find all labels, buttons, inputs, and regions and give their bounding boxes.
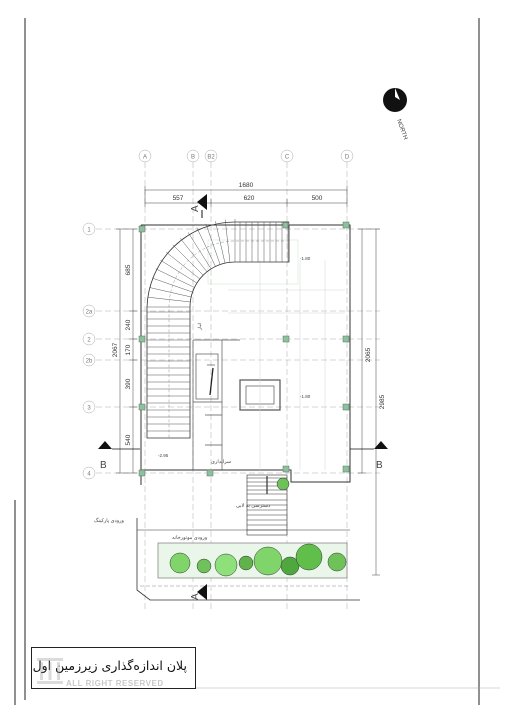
section-label-a-top: A bbox=[190, 205, 201, 212]
title-block: پلان اندازه‌گذاری زیرزمین اول bbox=[31, 647, 196, 689]
curved-ramp bbox=[146, 221, 290, 439]
north-label: NORTH bbox=[395, 119, 408, 141]
dim-top-seg-2: 620 bbox=[244, 195, 255, 202]
section-label-b-right: B bbox=[376, 460, 383, 471]
grid-columns bbox=[138, 149, 354, 610]
section-marker-a-bottom bbox=[197, 584, 207, 600]
grid-col-a: A bbox=[143, 155, 147, 161]
columns-logo-icon bbox=[37, 658, 63, 684]
structural-columns bbox=[138, 221, 350, 477]
drawing-title: پلان اندازه‌گذاری زیرزمین اول bbox=[32, 658, 187, 673]
dim-left-seg-1: 685 bbox=[125, 264, 132, 275]
left-dimensions bbox=[116, 228, 137, 474]
label-anbar: انبار bbox=[197, 323, 203, 331]
dim-top-seg-1: 557 bbox=[173, 195, 184, 202]
label-sarayedari: سرایداری bbox=[211, 459, 231, 465]
dim-right-seg-1: 2065 bbox=[365, 347, 372, 362]
grid-row-2: 2 bbox=[87, 338, 91, 344]
section-marker-b-right bbox=[350, 441, 388, 450]
dim-right-seg-2: 2985 bbox=[379, 394, 386, 409]
ramp-hatching bbox=[147, 219, 289, 432]
label-access: دسترسی به لابی bbox=[236, 503, 270, 509]
dim-left-seg-5: 540 bbox=[125, 434, 132, 445]
right-dimensions bbox=[358, 228, 380, 576]
grid-col-b: B bbox=[191, 155, 195, 161]
level-marker-2: -2.95 bbox=[158, 453, 169, 458]
watermark-text: ALL RIGHT RESERVED bbox=[66, 679, 164, 688]
tree-symbols bbox=[169, 477, 347, 577]
label-motor-entry: ورودی موتورخانه bbox=[172, 535, 208, 541]
grid-col-c: C bbox=[285, 155, 290, 161]
grid-col-d: D bbox=[345, 155, 350, 161]
grid-row-4: 4 bbox=[87, 472, 91, 478]
level-marker-3: -1.80 bbox=[300, 256, 311, 261]
interior-walls bbox=[192, 339, 281, 470]
dim-left-seg-2: 240 bbox=[125, 319, 132, 330]
section-marker-b-left bbox=[98, 441, 140, 450]
north-arrow-icon: NORTH bbox=[383, 88, 408, 141]
grid-row-1: 1 bbox=[87, 228, 91, 234]
top-dimensions bbox=[144, 186, 348, 207]
grid-row-2b: 2b bbox=[86, 359, 93, 365]
grid-row-2a: 2a bbox=[86, 310, 93, 316]
grid-row-3: 3 bbox=[87, 406, 91, 412]
dim-left-total: 2067 bbox=[112, 342, 119, 357]
section-label-a-bottom: A bbox=[190, 593, 201, 600]
building-outline bbox=[140, 224, 351, 485]
parking-grid bbox=[207, 239, 345, 470]
grid-col-b2: B2 bbox=[207, 155, 215, 161]
section-label-b-left: B bbox=[100, 460, 107, 471]
dim-top-seg-3: 500 bbox=[312, 195, 323, 202]
dim-left-seg-3: 170 bbox=[125, 344, 132, 355]
level-marker-1: -1.80 bbox=[300, 394, 311, 399]
dim-top-total: 1680 bbox=[239, 182, 254, 189]
label-ramp-entry: ورودی پارکینگ bbox=[94, 517, 125, 524]
section-marker-a-top bbox=[197, 194, 207, 218]
dim-left-seg-4: 390 bbox=[125, 378, 132, 389]
